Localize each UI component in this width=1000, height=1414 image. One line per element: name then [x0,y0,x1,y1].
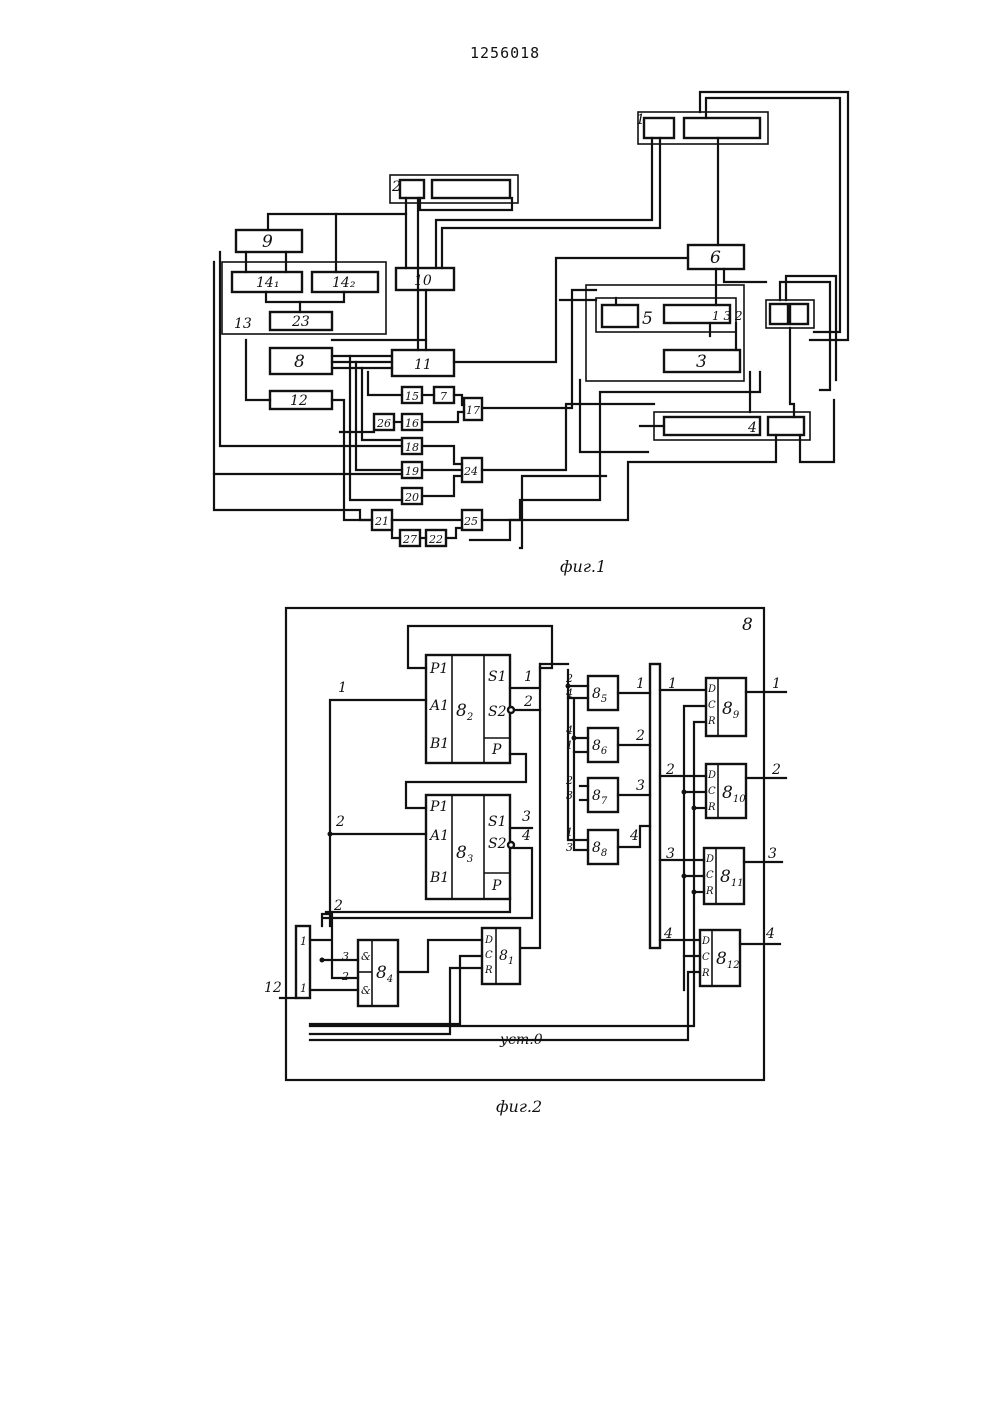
gate-8-7-out: 3 [636,778,645,794]
trigger-8-12-c: C [702,952,710,963]
gate-8-6-out: 2 [635,728,645,744]
fig1-diagram: 1 2 9 14₁ 14₂ 23 13 10 8 11 12 15 [214,92,848,576]
block-27-label: 27 [402,533,417,546]
gate-8-4-and-a: & [361,950,371,963]
adder-8-2-pin-s1: S1 [488,669,507,685]
left-label-1b: 1 [300,982,307,995]
trigger-8-11-d: D [705,854,714,865]
adder-8-3-pin-p1: P1 [429,799,448,815]
adder-a-out-2: 2 [523,694,533,710]
wire-label-1: 1 [338,680,347,696]
block-16-label: 16 [405,417,419,430]
left-label-1: 1 [300,935,307,948]
adder-8-3-pin-p: P [491,878,502,894]
patent-number: 1256018 [470,44,540,62]
block-5-cell-a [602,305,638,327]
trigger-8-9-out: 1 [772,676,781,692]
gate-8-5-out: 1 [636,676,645,692]
trigger-8-11-r: R [705,886,714,897]
block-26-label: 26 [376,417,391,430]
trigger-8-11-out: 3 [768,846,777,862]
trigger-8-12-d: D [701,936,710,947]
gate-8-8-in-b: 3 [566,841,573,854]
gate-in-label-2: 2 [341,970,349,983]
block-25-label: 25 [463,515,478,528]
fig2-caption: фиг.2 [496,1097,542,1116]
block-10-label: 10 [414,273,432,289]
block-1-label: 1 [636,112,645,128]
block-3-label: 3 [696,352,707,372]
block-15-label: 15 [405,390,419,403]
block-12-label: 12 [290,393,308,409]
trigger-8-1-pin-c: C [485,950,493,961]
gate-8-4-and-b: & [361,984,371,997]
input-label-12: 12 [264,980,282,996]
adder-8-2-pin-a1: A1 [428,698,449,714]
adder-8-2-pin-p: P [491,742,502,758]
gate-column: 85 86 87 88 2 4 4 1 2 3 1 3 1 2 3 4 [565,672,645,864]
fig1-caption: фиг.1 [560,557,606,576]
adder-8-3-pin-s1: S1 [488,814,507,830]
trigger-8-12-r: R [701,968,710,979]
adder-8-3-pin-s2: S2 [488,836,507,852]
block-24-label: 24 [463,465,478,478]
block-8-label: 8 [294,352,305,372]
trigger-8-1-pin-d: D [484,935,493,946]
block-9-label: 9 [262,232,273,252]
adder-b-out-4: 4 [521,828,531,844]
trigger-8-1-pin-r: R [484,965,493,976]
block-7-label: 7 [440,390,447,403]
block-2-cell-a [400,180,424,198]
block-5-label: 5 [642,309,653,329]
block-14-2-label: 14₂ [332,275,356,291]
block-22-label: 22 [428,533,443,546]
fig2-frame-label: 8 [742,615,753,635]
adder-a-out-1: 1 [524,669,533,685]
block-4-cell-a [664,417,760,435]
trigger-8-9-d: D [707,684,716,695]
block-1-cell-b [684,118,760,138]
register-right-a [770,304,788,324]
block-4-cell-b [768,417,804,435]
block-19-label: 19 [405,465,419,478]
block-23-label: 23 [291,314,310,330]
fig2-diagram: 8 P1 A1 B1 S1 S2 P 82 P1 A1 B1 S1 S2 P 8… [264,608,786,1116]
trigger-8-10-c: C [708,786,716,797]
trigger-8-10-d: D [707,770,716,781]
block-18-label: 18 [405,441,419,454]
adder-b-out-3: 3 [522,809,531,825]
trigger-8-9-r: R [707,716,716,727]
adder-8-2-pin-s2: S2 [488,704,507,720]
block-2-label: 2 [391,179,401,195]
block-2-cell-b [432,180,510,198]
trigger-8-11-c: C [706,870,714,881]
block-20-label: 20 [404,491,419,504]
trigger-8-10-out: 2 [771,762,781,778]
fig2-bus [650,664,660,948]
block-1-cell-a [644,118,674,138]
trigger-8-10-r: R [707,802,716,813]
block-13-label: 13 [234,316,252,332]
block-6-label: 6 [710,248,721,268]
block-21-label: 21 [374,515,389,528]
adder-8-2-pin-b1: B1 [429,736,449,752]
block-4-label: 4 [747,420,757,436]
adder-8-3-pin-b1: B1 [429,870,449,886]
adder-8-3-pin-a1: A1 [428,828,449,844]
trigger-8-9-c: C [708,700,716,711]
gate-8-8-out: 4 [629,828,639,844]
wire-label-2: 2 [335,814,345,830]
adder-8-2-pin-p1: P1 [429,661,448,677]
trigger-8-12-out: 4 [765,926,775,942]
block-11-label: 11 [414,357,432,373]
register-right-b [790,304,808,324]
block-5-pins: 1 3 2 [712,309,743,323]
block-14-1-label: 14₁ [256,275,279,291]
block-17-label: 17 [466,404,480,417]
